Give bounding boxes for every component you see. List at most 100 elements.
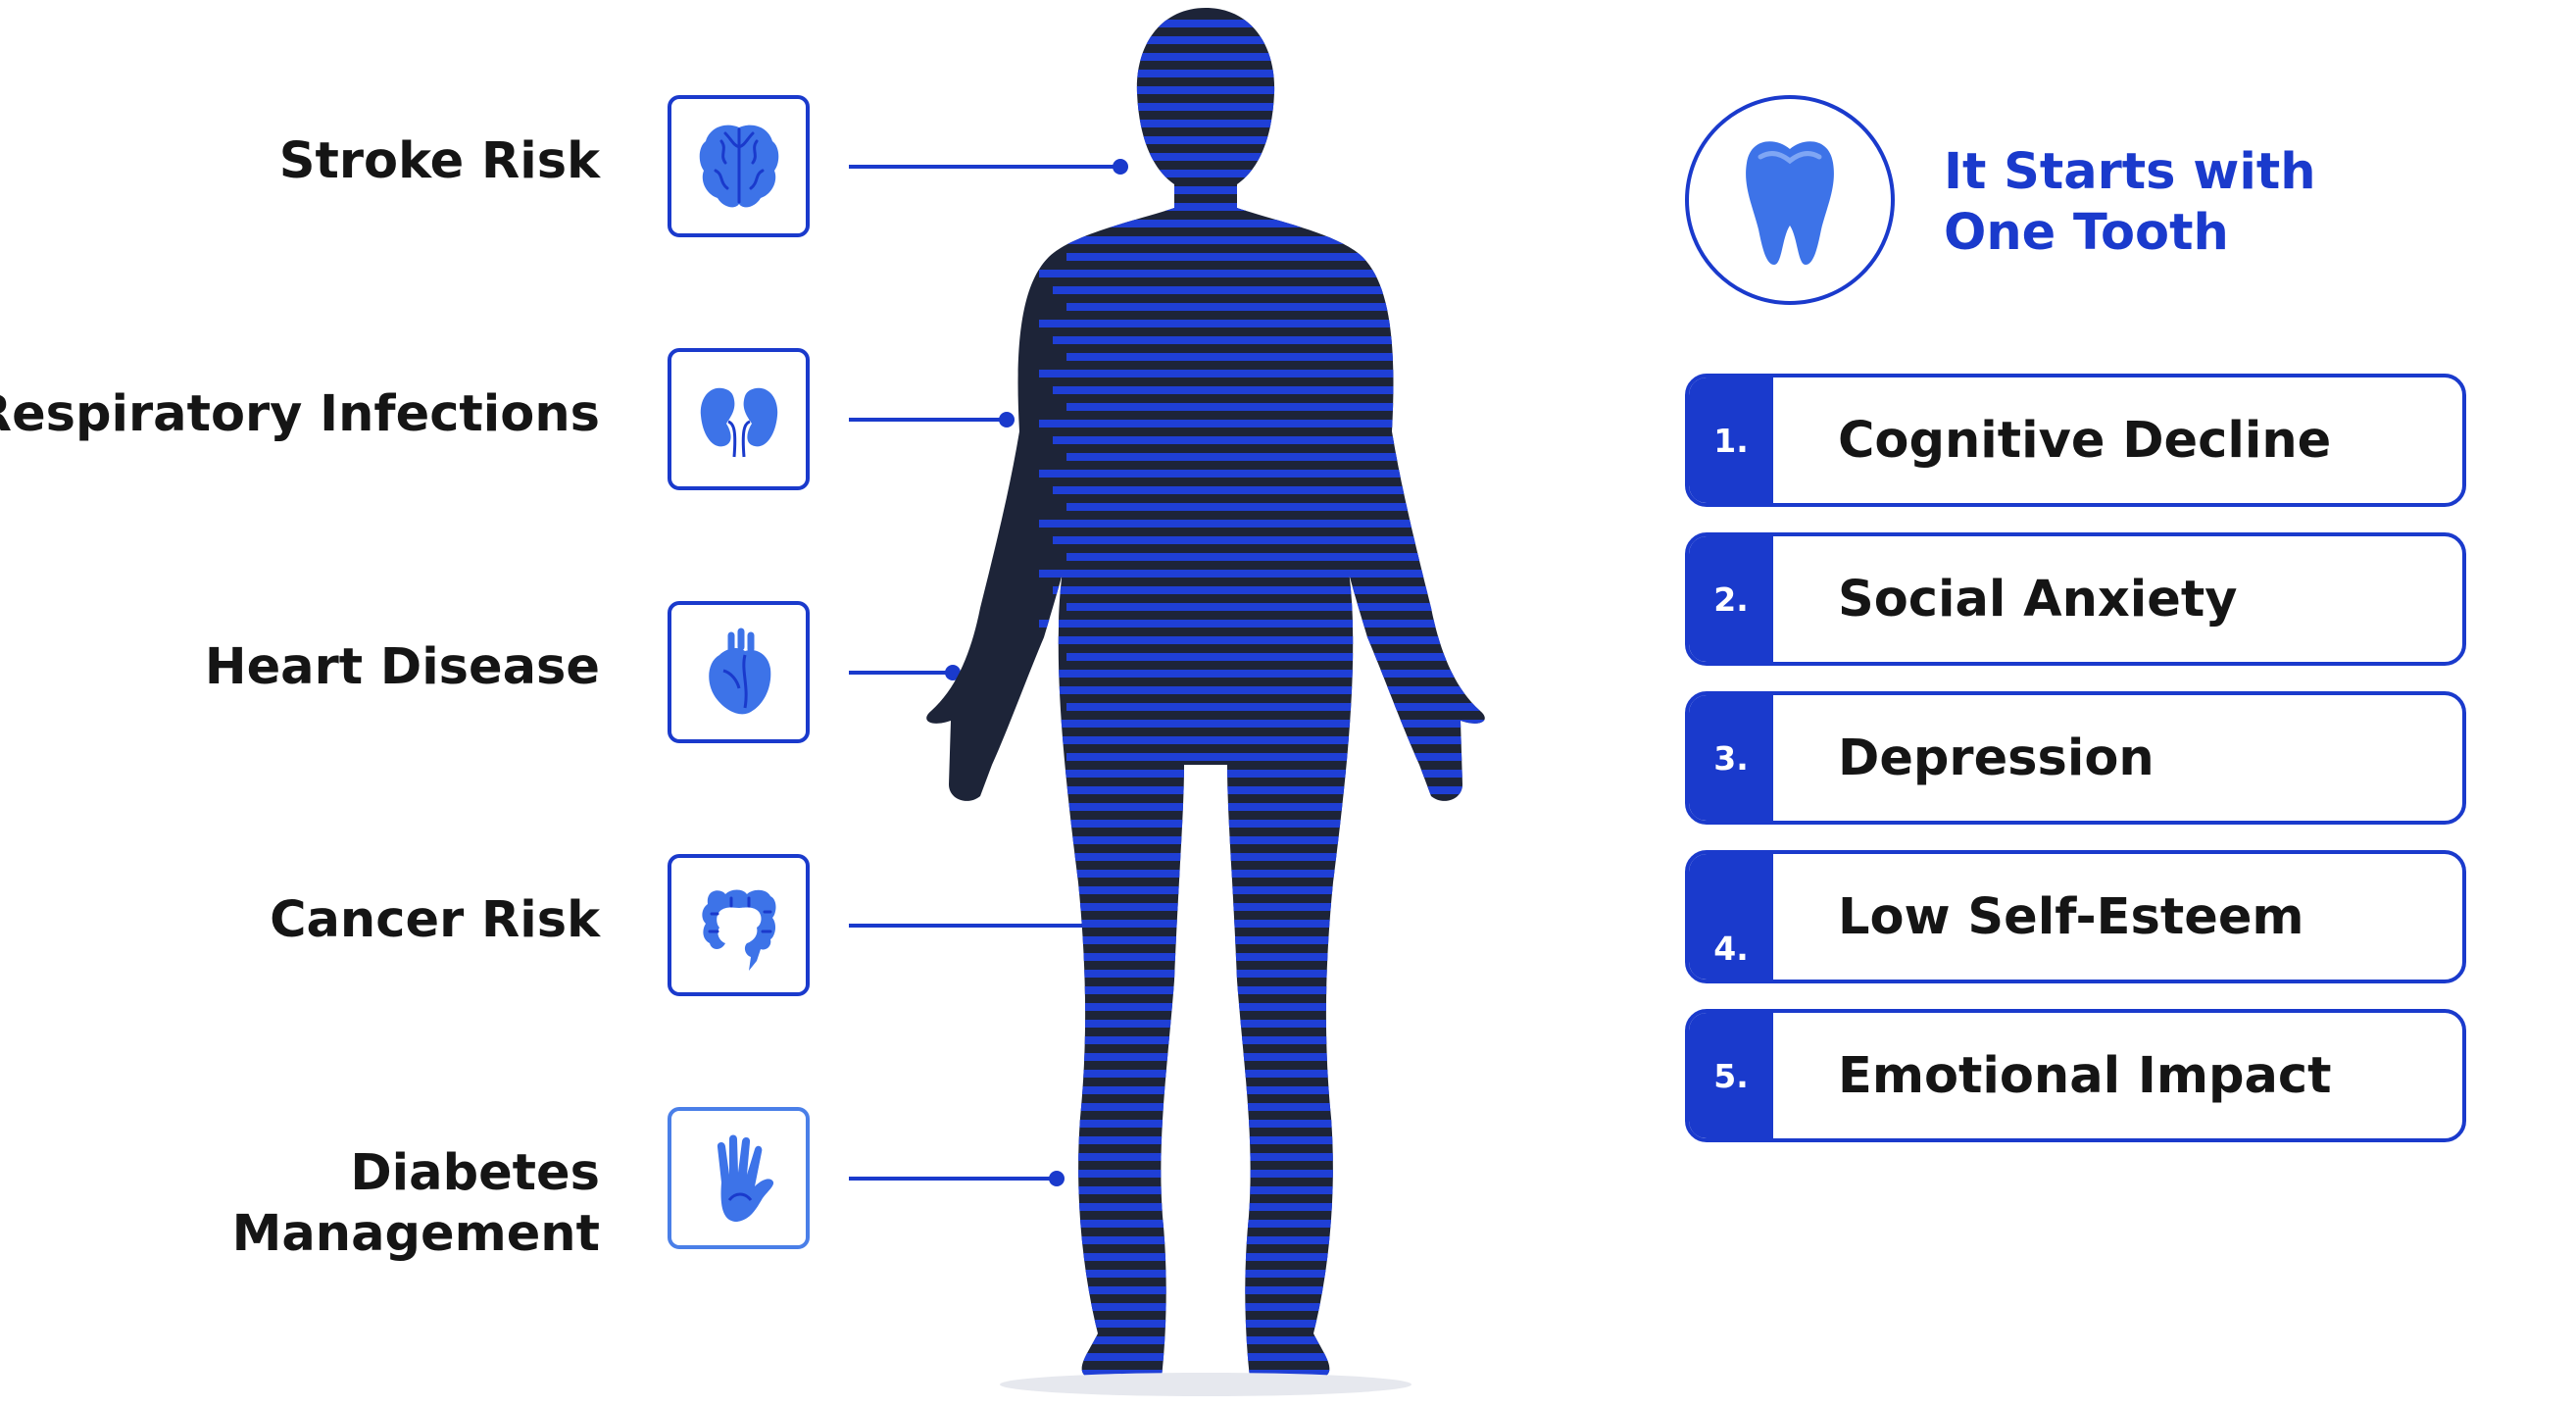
human-body-silhouette — [926, 8, 1485, 1396]
stripe — [1039, 220, 1485, 227]
stripe — [1053, 686, 1485, 694]
intestine-icon — [701, 889, 775, 971]
stripe — [1039, 1120, 1485, 1128]
stripe — [1053, 1036, 1485, 1044]
condition-icon-box-diabetes — [668, 1107, 810, 1249]
stripe — [1066, 1253, 1485, 1261]
stripe — [1039, 570, 1485, 578]
stripe — [1053, 586, 1485, 594]
connector-diabetes-management — [849, 1171, 1065, 1186]
stripe — [1053, 1136, 1485, 1144]
effect-label: Cognitive Decline — [1838, 411, 2332, 470]
stripe — [1066, 453, 1485, 461]
stripe — [1066, 1353, 1485, 1361]
stripe — [1066, 1203, 1485, 1211]
stripe — [1053, 386, 1485, 394]
headline: It Starts with One Tooth — [1944, 142, 2434, 264]
stripe — [1066, 1103, 1485, 1111]
effect-item-low-self-esteem: 4. Low Self-Esteem — [1685, 850, 2466, 983]
stripe — [1053, 1336, 1485, 1344]
stripe — [1066, 903, 1485, 911]
stripe — [1066, 1303, 1485, 1311]
stripe — [1066, 953, 1485, 961]
stripe — [1039, 420, 1485, 427]
stripe — [1053, 436, 1485, 444]
headline-line-1: It Starts with — [1944, 143, 2316, 201]
stripe — [1039, 320, 1485, 327]
stripe — [1053, 736, 1485, 744]
condition-icon-box-stroke — [668, 95, 810, 237]
stripe — [1066, 603, 1485, 611]
stripe — [1066, 653, 1485, 661]
stripe — [1053, 1186, 1485, 1194]
stripe — [1066, 153, 1485, 161]
effect-item-cognitive-decline: 1. Cognitive Decline — [1685, 374, 2466, 507]
stripe — [1066, 303, 1485, 311]
stripe — [1053, 636, 1485, 644]
stripe — [1039, 470, 1485, 478]
connector-dot — [945, 665, 961, 680]
stripe — [1053, 1236, 1485, 1244]
connector-dot — [1049, 1171, 1065, 1186]
stripe — [1066, 253, 1485, 261]
stripe — [1053, 486, 1485, 494]
condition-label-respiratory-infections: Respiratory Infections — [0, 385, 600, 443]
effect-number: 4. — [1689, 854, 1773, 980]
effect-item-social-anxiety: 2. Social Anxiety — [1685, 532, 2466, 666]
stripe — [1039, 70, 1485, 77]
stripe — [1066, 1053, 1485, 1061]
stripe — [1039, 820, 1485, 828]
stripe — [1066, 1153, 1485, 1161]
heart-icon — [708, 628, 770, 714]
hand-icon — [717, 1134, 773, 1222]
stripe — [1053, 886, 1485, 894]
connector-dot — [1113, 159, 1128, 175]
tooth-icon — [1746, 141, 1834, 265]
connector-dot — [999, 412, 1015, 427]
stripe — [1039, 1220, 1485, 1228]
kidneys-icon — [700, 387, 777, 457]
stripe — [1039, 670, 1485, 678]
effect-label: Emotional Impact — [1838, 1046, 2332, 1105]
stripe — [1039, 1270, 1485, 1278]
stripe — [1053, 536, 1485, 544]
stripe — [1066, 1003, 1485, 1011]
stripe — [1066, 103, 1485, 111]
condition-icon-box-cancer — [668, 854, 810, 996]
condition-label-heart-disease: Heart Disease — [204, 638, 600, 696]
stripe — [1066, 803, 1485, 811]
stripe — [1053, 986, 1485, 994]
stripe — [1066, 853, 1485, 861]
effect-number: 3. — [1689, 695, 1773, 821]
stripe — [1053, 136, 1485, 144]
stripe — [1039, 920, 1485, 928]
effect-label: Depression — [1838, 729, 2155, 787]
stripe — [1039, 1020, 1485, 1028]
condition-icon-box-heart — [668, 601, 810, 743]
stripe — [1053, 786, 1485, 794]
stripe — [1039, 1170, 1485, 1178]
stripe — [1053, 1086, 1485, 1094]
stripe — [1039, 970, 1485, 978]
connector-respiratory-infections — [849, 412, 1015, 427]
stripe — [1053, 1286, 1485, 1294]
stripe — [1066, 553, 1485, 561]
condition-icon-box-respiratory — [668, 348, 810, 490]
stripe — [1039, 270, 1485, 277]
tooth-badge — [1685, 95, 1895, 305]
stripe — [1039, 1320, 1485, 1328]
effect-item-depression: 3. Depression — [1685, 691, 2466, 825]
effect-number: 5. — [1689, 1013, 1773, 1138]
stripe — [1039, 520, 1485, 528]
stripe — [1066, 403, 1485, 411]
stripe — [1053, 286, 1485, 294]
stripe — [1066, 203, 1485, 211]
stripe — [1053, 236, 1485, 244]
stripe — [1039, 720, 1485, 728]
stripe — [1053, 36, 1485, 44]
stripe — [1039, 770, 1485, 778]
brain-icon — [699, 125, 778, 207]
effect-item-emotional-impact: 5. Emotional Impact — [1685, 1009, 2466, 1142]
connector-stroke-risk — [849, 159, 1128, 175]
effect-label: Low Self-Esteem — [1838, 887, 2304, 946]
